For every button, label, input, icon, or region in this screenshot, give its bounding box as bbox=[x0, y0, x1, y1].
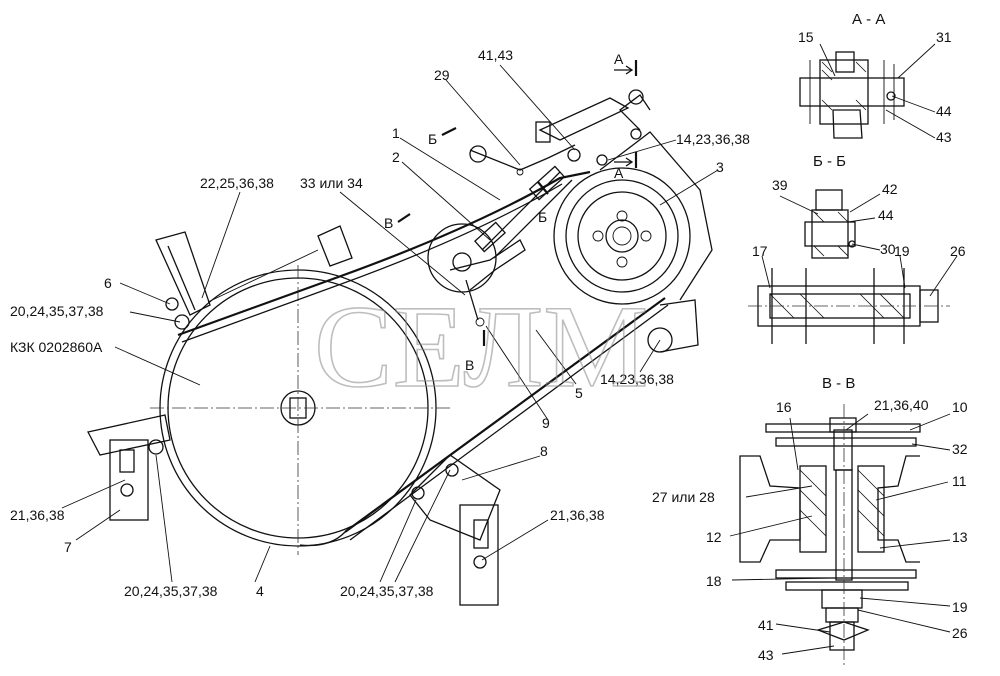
cut-v-bottom: В bbox=[465, 357, 474, 373]
callout-kzk: КЗК 0202860А bbox=[10, 339, 103, 355]
callout-4: 4 bbox=[256, 583, 264, 599]
watermark: СЕЛМ bbox=[314, 281, 648, 412]
section-aa-title: А - А bbox=[852, 11, 885, 28]
callout-22-25-36-38: 22,25,36,38 bbox=[200, 175, 274, 191]
cut-b-mid: Б bbox=[538, 209, 547, 225]
callout-bb-39: 39 bbox=[772, 177, 788, 193]
callout-20-24-35-37-38-left: 20,24,35,37,38 bbox=[10, 303, 104, 319]
callout-vv-12: 12 bbox=[706, 529, 722, 545]
bottom-mid-bracket bbox=[409, 454, 501, 606]
callout-33-or-34: 33 или 34 bbox=[300, 175, 363, 191]
cut-marker-letters: А А Б Б В В bbox=[384, 51, 624, 373]
callout-bb-26: 26 bbox=[950, 243, 966, 259]
callout-vv-27-28: 27 или 28 bbox=[652, 489, 715, 505]
callout-vv-11: 11 bbox=[952, 473, 967, 489]
callout-14-23-36-38-top: 14,23,36,38 bbox=[676, 131, 750, 147]
cut-b-top: Б bbox=[428, 131, 437, 147]
callout-aa-31: 31 bbox=[936, 29, 952, 45]
callout-29: 29 bbox=[434, 67, 450, 83]
callout-bb-17: 17 bbox=[752, 243, 768, 259]
main-assembly-view bbox=[61, 60, 719, 606]
section-vv-callouts: 16 21,36,40 10 32 27 или 28 11 12 13 18 … bbox=[652, 397, 968, 663]
callout-21-36-38-left: 21,36,38 bbox=[10, 507, 65, 523]
section-bb-title: Б - Б bbox=[813, 153, 846, 170]
callout-20-24-35-37-38-bottom-left: 20,24,35,37,38 bbox=[124, 583, 218, 599]
callout-vv-19: 19 bbox=[952, 599, 968, 615]
callout-2: 2 bbox=[392, 149, 400, 165]
callout-bb-19: 19 bbox=[894, 243, 910, 259]
callout-bb-30: 30 bbox=[880, 241, 896, 257]
callout-41-43: 41,43 bbox=[478, 47, 513, 63]
section-vv-view bbox=[729, 404, 951, 665]
cut-a-top: А bbox=[614, 51, 624, 67]
section-aa-callouts: 15 31 44 43 bbox=[798, 29, 952, 145]
cut-v-top: В bbox=[384, 215, 393, 231]
callout-aa-43: 43 bbox=[936, 129, 952, 145]
callout-vv-43: 43 bbox=[758, 647, 774, 663]
cut-a-mid: А bbox=[614, 165, 624, 181]
leader-lines bbox=[61, 64, 719, 583]
callout-bb-44: 44 bbox=[878, 207, 894, 223]
bottom-left-bracket bbox=[87, 414, 171, 521]
callout-6: 6 bbox=[104, 275, 112, 291]
callout-vv-18: 18 bbox=[706, 573, 722, 589]
left-bracket bbox=[155, 225, 353, 330]
callout-5: 5 bbox=[575, 385, 583, 401]
callout-aa-44: 44 bbox=[936, 103, 952, 119]
callout-vv-10: 10 bbox=[952, 399, 968, 415]
callout-bb-42: 42 bbox=[882, 181, 898, 197]
callout-7: 7 bbox=[64, 539, 72, 555]
callout-1: 1 bbox=[392, 125, 400, 141]
view-titles: А - А Б - Б В - В bbox=[813, 11, 885, 392]
callout-vv-16: 16 bbox=[776, 399, 792, 415]
callout-20-24-35-37-38-bottom-mid: 20,24,35,37,38 bbox=[340, 583, 434, 599]
callout-3: 3 bbox=[716, 159, 724, 175]
callout-21-36-38-right: 21,36,38 bbox=[550, 507, 605, 523]
large-pulley bbox=[150, 265, 450, 555]
callout-vv-32: 32 bbox=[952, 441, 968, 457]
section-bb-callouts: 39 42 44 30 17 19 26 bbox=[752, 177, 966, 259]
tension-levers bbox=[427, 89, 644, 327]
callout-aa-15: 15 bbox=[798, 29, 814, 45]
section-vv-title: В - В bbox=[822, 375, 855, 392]
callout-8: 8 bbox=[540, 443, 548, 459]
callout-vv-41: 41 bbox=[758, 617, 774, 633]
callout-vv-21-36-40: 21,36,40 bbox=[874, 397, 929, 413]
small-pulley bbox=[553, 94, 713, 353]
callout-vv-13: 13 bbox=[952, 529, 968, 545]
callout-9: 9 bbox=[542, 415, 550, 431]
section-bb-view bbox=[748, 189, 958, 344]
callout-vv-26: 26 bbox=[952, 625, 968, 641]
section-cut-marks bbox=[397, 60, 638, 346]
callout-14-23-36-38-bottom: 14,23,36,38 bbox=[600, 371, 674, 387]
section-aa-view bbox=[799, 43, 936, 139]
main-view-callouts: 41,43 29 1 2 14,23,36,38 3 22,25,36,38 3… bbox=[10, 47, 750, 599]
